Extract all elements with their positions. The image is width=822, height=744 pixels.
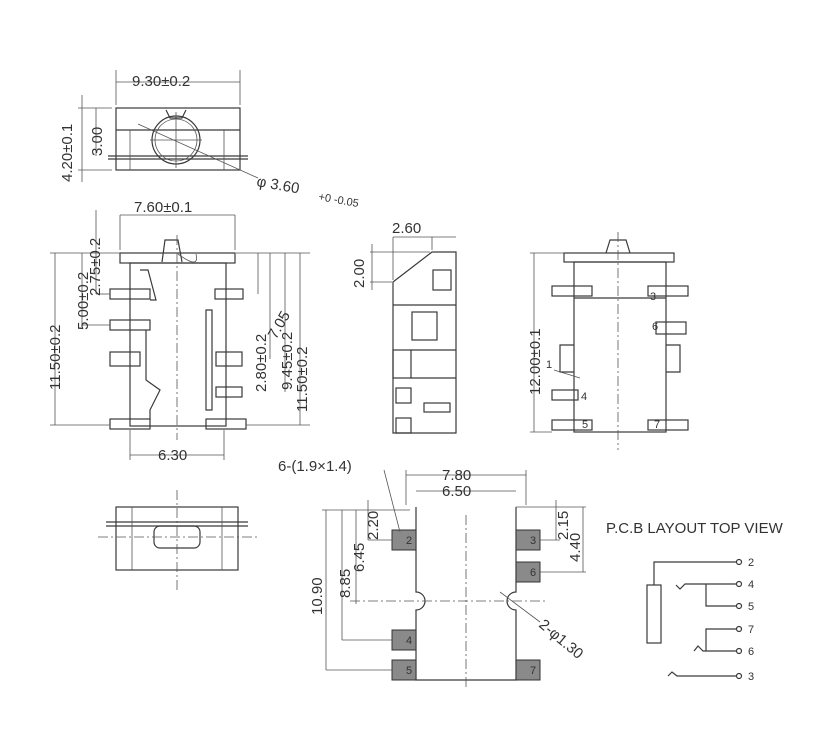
front-view: 7.60±0.1 11.50±0.2 5.00±0.2 2.75±0.2 2.8… bbox=[47, 199, 311, 464]
pad-size-note: 6-(1.9×1.4) bbox=[278, 458, 352, 475]
pad-5: 5 bbox=[406, 665, 412, 677]
dim-8-85: 8.85 bbox=[337, 569, 354, 598]
rear-pin-4: 4 bbox=[581, 391, 587, 403]
top-height-dim: 4.20±0.1 bbox=[59, 124, 76, 182]
pad-6: 6 bbox=[530, 567, 536, 579]
side-view: 2.60 2.00 bbox=[351, 220, 457, 434]
rear-height-dim: 12.00±0.1 bbox=[527, 328, 544, 395]
rear-pin-1: 1 bbox=[546, 359, 552, 371]
front-bottom-width-dim: 6.30 bbox=[158, 447, 187, 464]
schematic-pin-6: 6 bbox=[748, 646, 754, 658]
hole-dia-dim: φ 3.60 bbox=[255, 173, 300, 197]
schematic-pin-2: 2 bbox=[748, 557, 754, 569]
rear-pin-7: 7 bbox=[654, 419, 660, 431]
front-top-width-dim: 7.60±0.1 bbox=[134, 199, 192, 216]
side-width-dim: 2.60 bbox=[392, 220, 421, 237]
dim-5-00: 5.00±0.2 bbox=[75, 272, 92, 330]
schematic-pin-3: 3 bbox=[748, 671, 754, 683]
front-height-left-dim: 11.50±0.2 bbox=[47, 324, 64, 390]
dim-2-20: 2.20 bbox=[365, 511, 382, 540]
pad-2: 2 bbox=[406, 535, 412, 547]
hole-note: 2-φ1.30 bbox=[535, 616, 586, 663]
schematic-pin-7: 7 bbox=[748, 624, 754, 636]
side-height-dim: 2.00 bbox=[351, 259, 368, 288]
top-width-dim: 9.30±0.2 bbox=[132, 73, 190, 90]
dim-4-40: 4.40 bbox=[567, 533, 584, 562]
dim-9-45: 9.45±0.2 bbox=[279, 332, 296, 390]
top-inner-height-dim: 3.00 bbox=[89, 127, 106, 156]
schematic-pin-4: 4 bbox=[748, 579, 754, 591]
rear-pin-5: 5 bbox=[582, 419, 588, 431]
schematic: P.C.B LAYOUT TOP VIEW 2 4 5 7 6 3 bbox=[606, 520, 784, 683]
pad-3: 3 bbox=[530, 535, 536, 547]
dim-10-90: 10.90 bbox=[309, 577, 326, 615]
dim-6-45: 6.45 bbox=[351, 543, 368, 572]
top-view: 9.30±0.2 4.20±0.1 3.00 φ 3.60 +0 -0.05 bbox=[59, 70, 360, 210]
pcb-footprint: 2 3 6 4 5 7 7.80 6.50 6-(1.9×1.4) 10.90 … bbox=[278, 458, 586, 690]
schematic-title: P.C.B LAYOUT TOP VIEW bbox=[606, 520, 784, 537]
outer-width-dim: 7.80 bbox=[442, 467, 471, 484]
hole-tolerance: +0 -0.05 bbox=[317, 191, 359, 210]
rear-pin-3: 3 bbox=[650, 291, 656, 303]
inner-width-dim: 6.50 bbox=[442, 483, 471, 500]
schematic-pin-5: 5 bbox=[748, 601, 754, 613]
rear-view: 12.00±0.1 1 3 4 5 6 7 bbox=[527, 232, 689, 450]
dim-2-75: 2.75±0.2 bbox=[87, 238, 104, 296]
rear-pin-6: 6 bbox=[652, 321, 658, 333]
pad-7: 7 bbox=[530, 665, 536, 677]
bottom-view bbox=[98, 490, 260, 590]
dim-2-15: 2.15 bbox=[555, 511, 572, 540]
dim-11-50-right: 11.50±0.2 bbox=[294, 346, 311, 412]
pad-4: 4 bbox=[406, 635, 412, 647]
dim-2-80: 2.80±0.2 bbox=[253, 334, 270, 392]
